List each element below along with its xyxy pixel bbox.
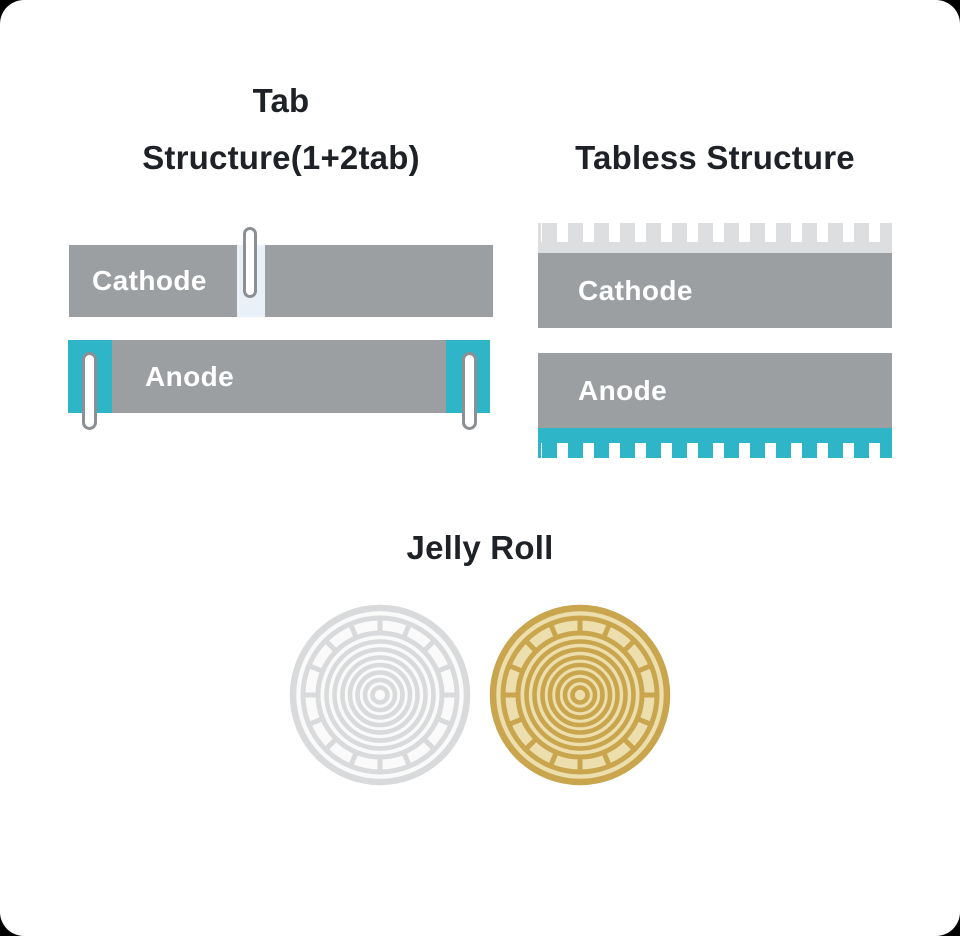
tabless-anode-group: Anode [538, 353, 892, 458]
tab-cathode-label: Cathode [92, 265, 207, 296]
anode-foil-teeth [538, 443, 892, 458]
jelly-roll-title: Jelly Roll [406, 529, 554, 566]
cathode-foil-band [538, 242, 892, 253]
tabless-cathode-group: Cathode [538, 223, 892, 328]
anode-tab-pill-left [82, 352, 97, 430]
anode-tab-pill-right [462, 352, 477, 430]
anode-foil-band [538, 428, 892, 443]
tab-structure-title: Tab Structure(1+2tab) [69, 72, 493, 186]
tab-anode-bar: Anode [68, 340, 490, 430]
tabless-anode-label: Anode [578, 374, 668, 406]
tabless-structure-title: Tabless Structure [575, 139, 855, 176]
jelly-roll-gold-illustration [489, 604, 671, 786]
tab-structure-title-line2: Structure(1+2tab) [142, 139, 420, 176]
cathode-tab-pill [243, 227, 257, 298]
tab-structure-title-line1: Tab [252, 82, 310, 119]
jelly-roll-gray-illustration [289, 604, 471, 786]
tab-anode-label: Anode [145, 360, 235, 392]
tab-cathode-bar: Cathode [69, 227, 493, 317]
tabless-cathode-label: Cathode [578, 274, 693, 306]
cathode-foil-teeth [538, 223, 892, 242]
tabless-cathode-bar: Cathode [538, 253, 892, 328]
tabless-anode-bar: Anode [538, 353, 892, 428]
